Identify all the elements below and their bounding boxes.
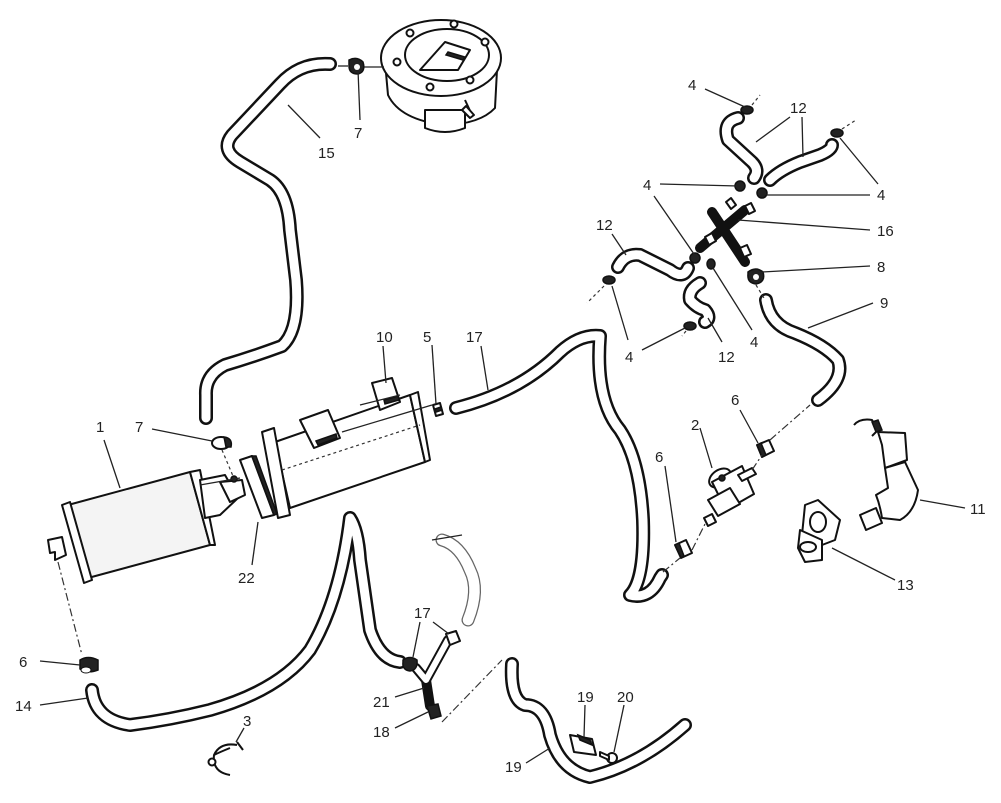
clip-17-bottom [426,703,442,720]
label-8: 9 [880,295,888,312]
label-5: 5 [423,329,431,346]
rubber-mount-11 [797,499,841,563]
mount-bracket-10 [853,418,919,531]
label-6-bottom: 6 [19,654,27,671]
callouts: 15 7 4 12 4 4 16 12 8 9 4 [15,69,986,776]
grommet-22 [239,455,278,519]
label-18: 19 [577,689,594,706]
fuel-filler-cap [362,19,502,133]
screw-20 [599,751,618,764]
hose-12-bottom [682,276,716,329]
canister-housing [261,377,433,519]
hose-clip-7-right [747,268,765,299]
hose-clip-bottom [402,656,418,672]
sleeve-6-bottom [79,656,99,674]
label-17-bottom: 18 [373,724,390,741]
clip-17-top [445,630,461,646]
holder-18 [569,733,597,756]
label-6-left: 6 [655,449,663,466]
label-21: 21 [373,694,390,711]
label-12-top: 12 [790,100,807,117]
label-4-mid-left: 4 [643,177,651,194]
label-4-bottom-left: 4 [625,349,633,366]
label-6-right: 6 [731,392,739,409]
hose-13 [198,56,337,425]
hose-clip-7-canister [211,436,234,477]
hose-clamp-4-top [740,94,761,115]
hose-clamp-4-top-right [830,119,857,138]
label-4-center: 4 [750,334,758,351]
hose-14 [85,511,407,732]
label-7-right: 8 [877,259,885,276]
canister-1 [47,469,246,584]
hose-19 [504,657,692,784]
y-fitting-21 [411,635,453,711]
label-3: 3 [243,713,251,730]
hose-clamp-4-mid-right [756,187,768,199]
label-1: 1 [96,419,104,436]
hose-clamp-4-center [706,258,716,270]
label-7-canister: 7 [135,419,143,436]
clip-3 [207,741,244,776]
label-10: 11 [970,501,986,518]
label-15: 17 [466,329,483,346]
clamp-5 [432,402,444,417]
label-17-top: 17 [414,605,431,622]
label-4-top: 4 [688,77,696,94]
hose-clamp-4-bottom [681,321,697,337]
label-12-left: 12 [596,217,613,234]
label-13: 15 [318,145,335,162]
sleeve-6-right [756,439,775,459]
label-2: 2 [691,417,699,434]
cross-fitting-16 [695,197,756,267]
label-16: 16 [877,223,894,240]
ghost-hose [431,533,481,627]
label-14: 14 [15,698,32,715]
hose-clamp-4-far-left [586,275,616,304]
valve-2 [703,465,757,527]
label-7-top: 7 [354,125,362,142]
sleeve-6-left [674,539,693,560]
hose-15 [449,328,669,603]
hose-8 [759,293,847,407]
hose-12-top-right [763,138,839,187]
label-12-bottom: 12 [718,349,735,366]
label-19: 19 [505,759,522,776]
label-20: 20 [617,689,634,706]
label-22: 22 [238,570,255,587]
hose-clamp-4-left [689,252,701,264]
hose-clip-7-top [338,57,365,75]
hose-12-top [719,111,764,185]
label-11: 13 [897,577,914,594]
label-9: 10 [376,329,393,346]
hose-12-left [611,247,695,282]
label-4-right: 4 [877,187,885,204]
